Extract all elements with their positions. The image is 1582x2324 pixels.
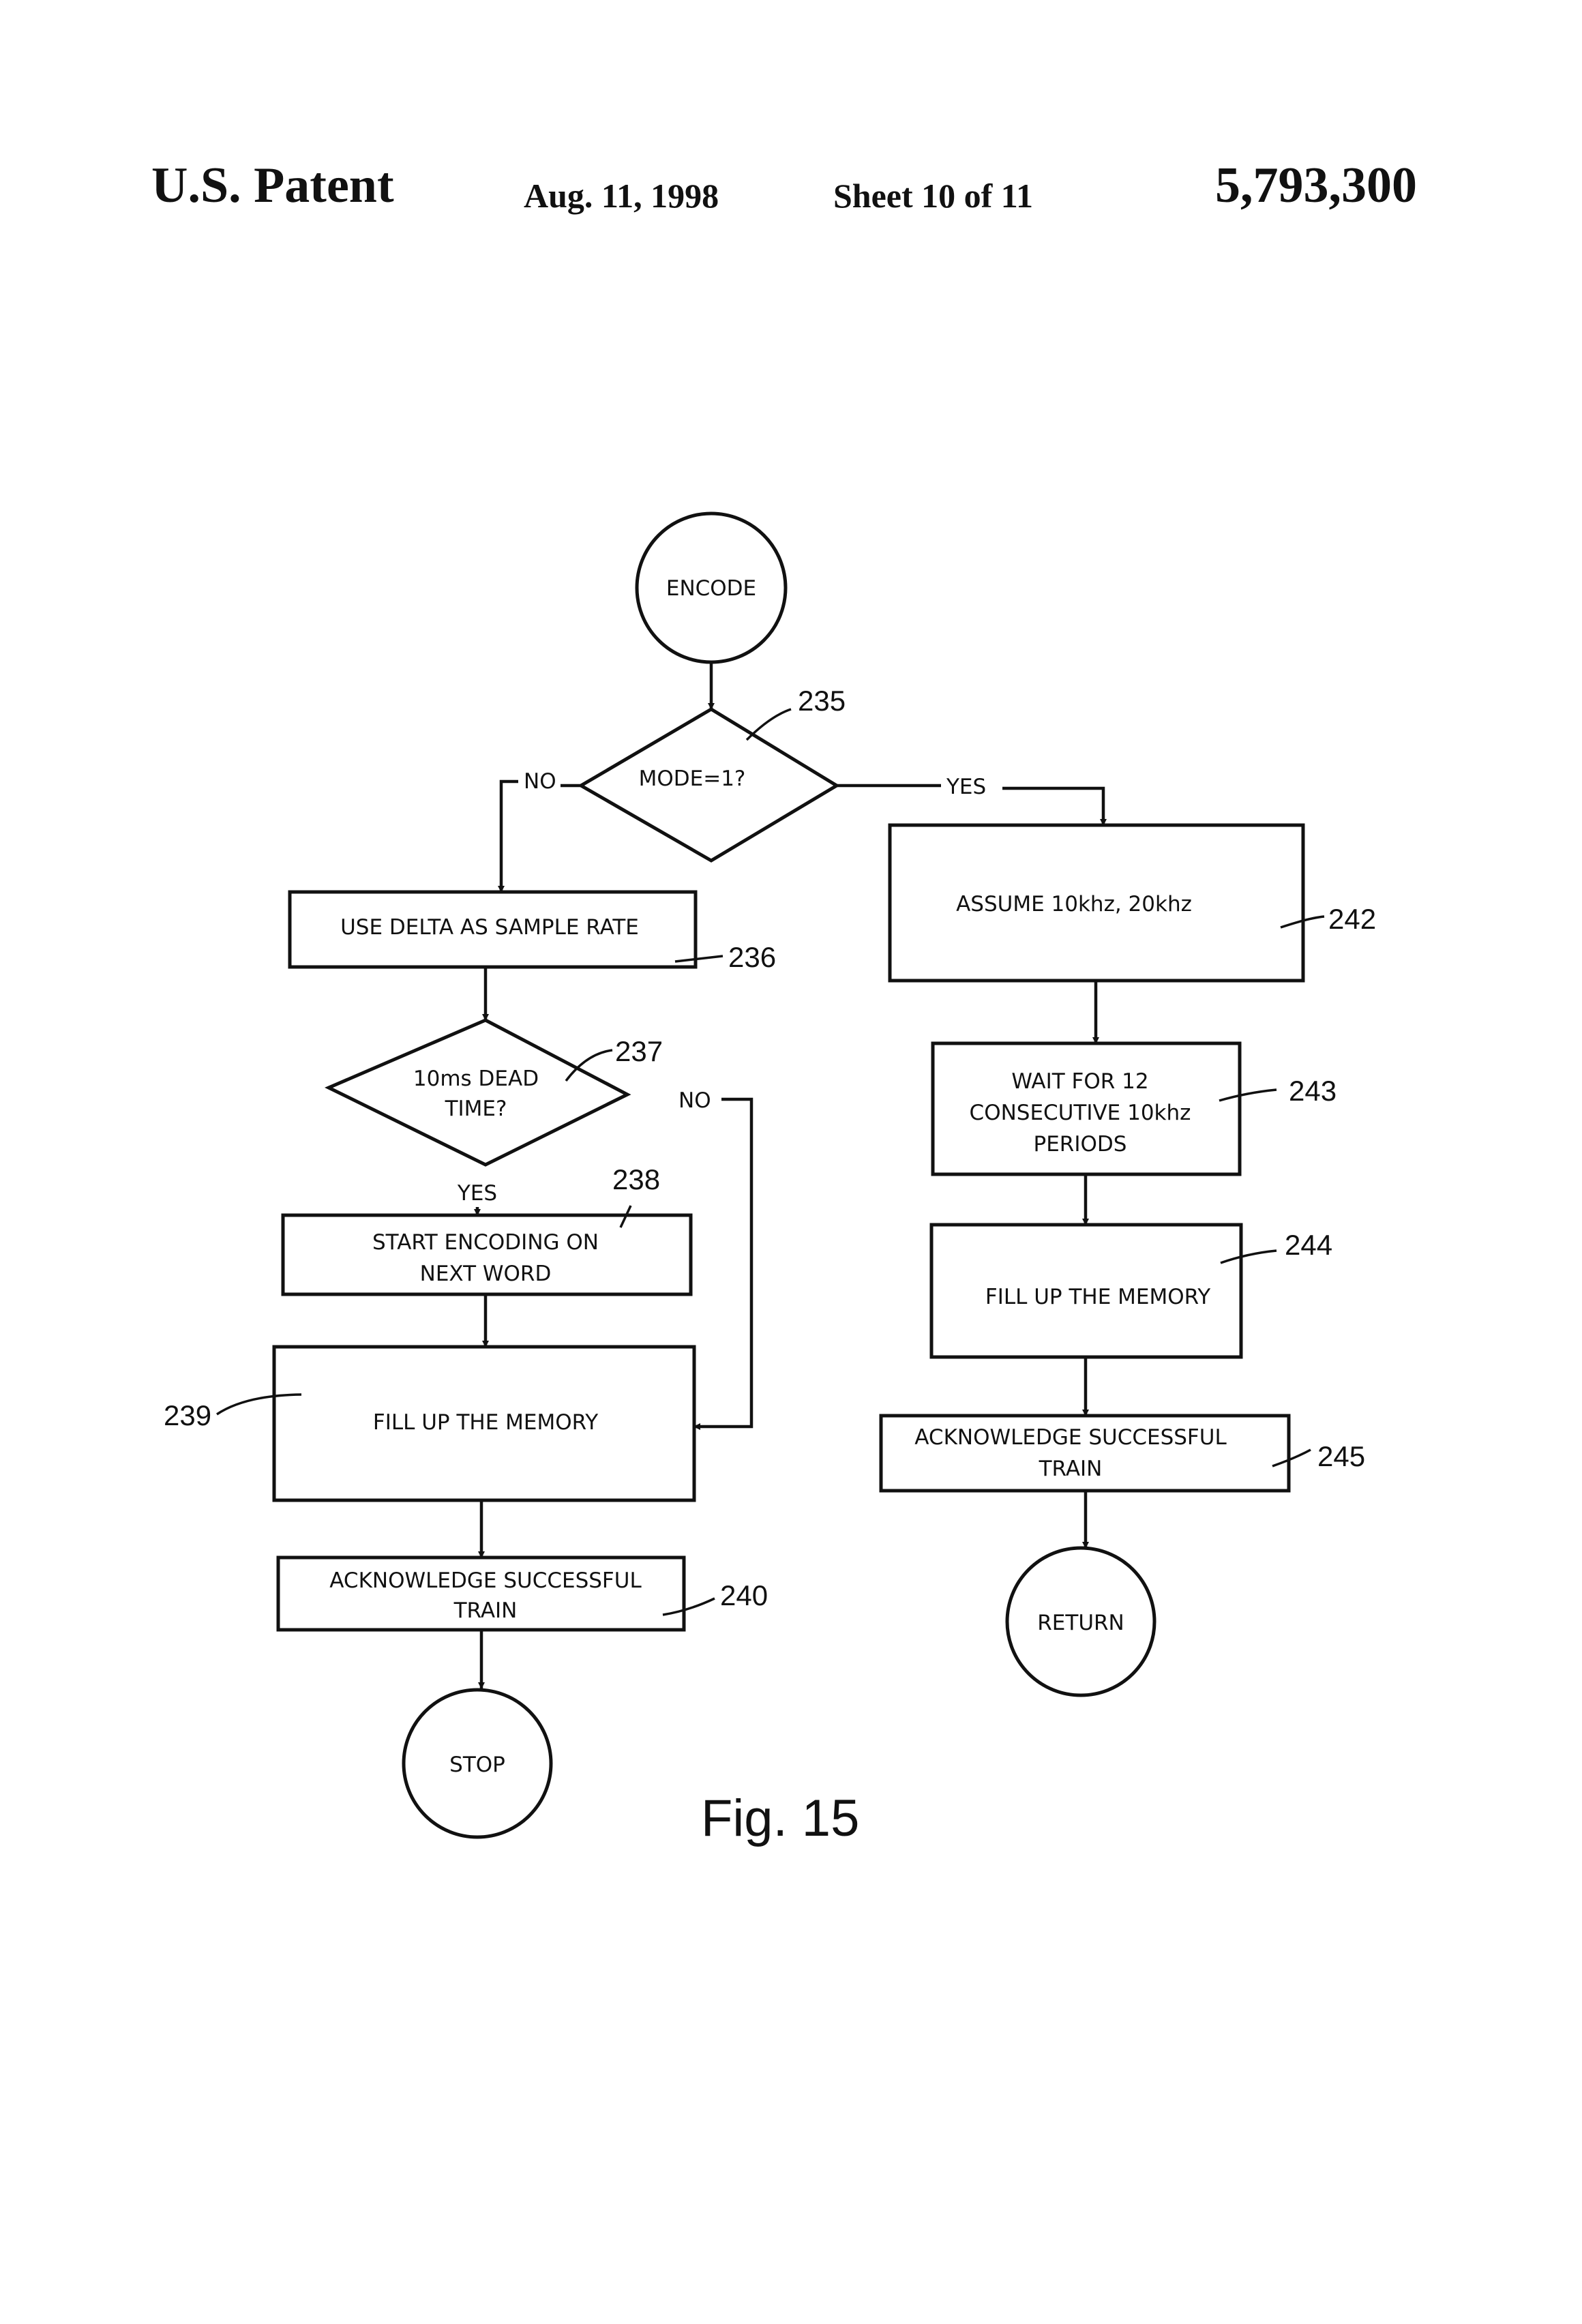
start-encoding-box: START ENCODING ON NEXT WORD (283, 1215, 691, 1294)
ref-237: 237 (615, 1035, 663, 1067)
fill-memory-left-label: FILL UP THE MEMORY (373, 1410, 598, 1435)
encode-label: ENCODE (666, 576, 756, 601)
start-encoding-line1: START ENCODING ON (372, 1230, 599, 1255)
wait-line1: WAIT FOR 12 (1011, 1069, 1148, 1094)
ref-leader-243 (1219, 1090, 1277, 1101)
assume-box: ASSUME 10khz, 20khz (890, 825, 1303, 981)
figure-label: Fig. 15 (701, 1789, 859, 1847)
ref-leader-244 (1221, 1251, 1277, 1263)
no-line-b (501, 781, 518, 892)
ack-left-line1: ACKNOWLEDGE SUCCESSFUL (329, 1568, 642, 1593)
stop-label: STOP (449, 1753, 505, 1777)
mode-no-label: NO (524, 769, 556, 794)
dead-time-decision: 10ms DEAD TIME? (329, 1020, 627, 1165)
ref-238: 238 (612, 1163, 660, 1195)
ref-235: 235 (798, 685, 846, 717)
dead-yes-label: YES (457, 1181, 497, 1206)
ack-right-line1: ACKNOWLEDGE SUCCESSFUL (914, 1425, 1227, 1450)
use-delta-box: USE DELTA AS SAMPLE RATE (290, 892, 696, 967)
ref-239: 239 (164, 1399, 211, 1431)
ref-leader-240 (663, 1598, 715, 1615)
dead-time-line2: TIME? (445, 1097, 507, 1121)
return-terminal: RETURN (1007, 1548, 1154, 1695)
wait-line3: PERIODS (1034, 1132, 1127, 1157)
encode-terminal: ENCODE (637, 513, 786, 662)
ack-left-line2: TRAIN (453, 1598, 518, 1623)
stop-terminal: STOP (404, 1690, 551, 1837)
ref-245: 245 (1317, 1440, 1365, 1472)
ref-leader-239 (217, 1395, 301, 1414)
dead-no-label: NO (678, 1088, 711, 1113)
ref-leader-245 (1272, 1450, 1311, 1466)
ref-236: 236 (728, 941, 776, 973)
dead-no-line (694, 1099, 751, 1427)
start-encoding-line2: NEXT WORD (420, 1262, 552, 1286)
ack-right-line2: TRAIN (1039, 1457, 1103, 1481)
mode-label: MODE=1? (639, 766, 746, 791)
ack-box-left: ACKNOWLEDGE SUCCESSFUL TRAIN (278, 1558, 684, 1630)
ref-244: 244 (1285, 1229, 1332, 1261)
use-delta-label: USE DELTA AS SAMPLE RATE (340, 915, 639, 940)
fill-memory-box-right: FILL UP THE MEMORY (931, 1225, 1241, 1357)
assume-label: ASSUME 10khz, 20khz (956, 892, 1192, 917)
fill-memory-right-label: FILL UP THE MEMORY (985, 1285, 1210, 1309)
wait-box: WAIT FOR 12 CONSECUTIVE 10khz PERIODS (933, 1043, 1240, 1174)
wait-line2: CONSECUTIVE 10khz (970, 1101, 1191, 1125)
ref-243: 243 (1289, 1075, 1337, 1107)
ack-box-right: ACKNOWLEDGE SUCCESSFUL TRAIN (881, 1416, 1289, 1491)
fill-memory-box-left: FILL UP THE MEMORY (274, 1347, 694, 1500)
mode-decision: MODE=1? (581, 709, 837, 861)
ref-242: 242 (1328, 903, 1376, 935)
dead-time-line1: 10ms DEAD (413, 1067, 539, 1091)
ref-240: 240 (720, 1579, 768, 1611)
yes-line-b (1002, 788, 1103, 825)
ref-leader-236 (675, 956, 723, 962)
return-label: RETURN (1037, 1611, 1124, 1635)
mode-yes-label: YES (946, 775, 986, 799)
